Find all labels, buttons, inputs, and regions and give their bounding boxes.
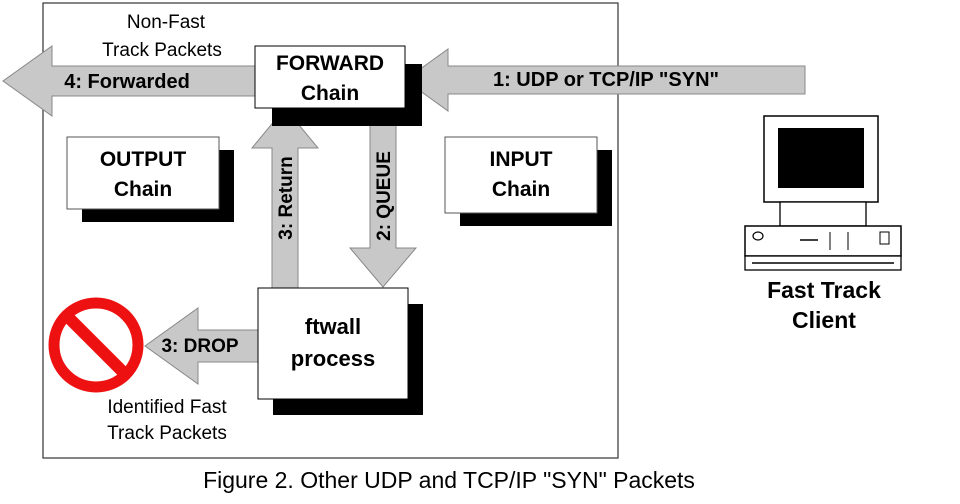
return-arrow <box>250 107 320 289</box>
forwarded-arrow-label: 4: Forwarded <box>64 71 190 93</box>
identified-note-line-1: Identified Fast <box>107 397 227 418</box>
ftwall-process-box <box>257 287 409 400</box>
queue-arrow <box>348 107 418 288</box>
client-label-line-1: Fast Track <box>767 277 881 303</box>
input-chain-subtitle: Chain <box>492 178 550 201</box>
identified-note-line-2: Track Packets <box>107 423 227 444</box>
output-chain-box <box>66 136 220 210</box>
figure-caption: Figure 2. Other UDP and TCP/IP "SYN" Pac… <box>203 467 695 493</box>
drop-arrow <box>144 307 259 385</box>
ftwall-process-title: ftwall <box>305 314 361 339</box>
incoming-arrow <box>404 48 806 112</box>
output-chain-title: OUTPUT <box>100 148 187 171</box>
non-fast-note-line-1: Non-Fast <box>127 12 206 33</box>
output-chain-subtitle: Chain <box>114 178 172 201</box>
input-chain-title: INPUT <box>490 148 553 171</box>
ftwall-process-subtitle: process <box>291 346 375 371</box>
queue-arrow-label: 2: QUEUE <box>374 151 395 241</box>
forward-chain-box <box>254 45 406 109</box>
computer-icon <box>744 115 902 271</box>
incoming-arrow-label: 1: UDP or TCP/IP "SYN" <box>493 69 719 91</box>
input-chain-box <box>444 136 598 214</box>
return-arrow-label: 3: Return <box>276 156 297 239</box>
drop-arrow-label: 3: DROP <box>161 336 238 357</box>
prohibited-icon <box>48 297 144 393</box>
forward-chain-title: FORWARD <box>276 52 384 75</box>
client-label-line-2: Client <box>792 307 856 333</box>
forward-chain-subtitle: Chain <box>301 82 359 105</box>
non-fast-note-line-2: Track Packets <box>102 40 222 61</box>
forwarded-arrow <box>2 45 259 117</box>
